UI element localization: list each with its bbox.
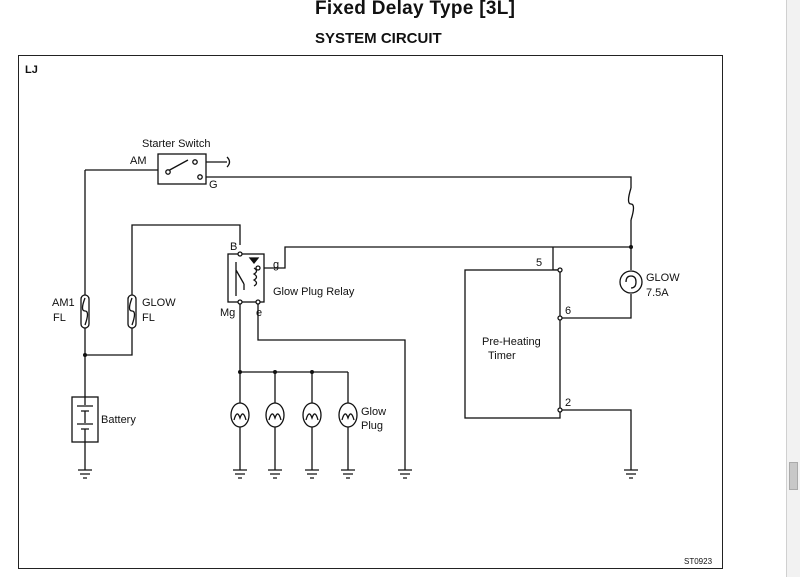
fuse-am1-symbol: [80, 294, 90, 329]
figure-code: ST0923: [684, 557, 713, 566]
glow-plug-3: [302, 402, 322, 428]
page-title: Fixed Delay Type [3L]: [315, 0, 516, 19]
starter-switch-label: Starter Switch: [142, 138, 210, 150]
switch-terminal-g: G: [209, 179, 218, 191]
fuse-g-symbol: [627, 187, 635, 221]
am1-fuse-label-2: FL: [53, 312, 66, 324]
wire-relay-e: [257, 300, 406, 470]
switch-terminal-am: AM: [130, 155, 147, 167]
relay-label: Glow Plug Relay: [273, 286, 355, 298]
glow-fl-label-1: GLOW: [142, 297, 176, 309]
glow-plug-label-2: Plug: [361, 420, 383, 432]
scrollbar-thumb[interactable]: [789, 462, 798, 490]
ground-battery: [78, 469, 92, 479]
ground-plug-2: [268, 469, 282, 479]
wire-timer-6: [560, 294, 632, 319]
fuse-glow-symbol: [127, 294, 137, 329]
timer-pin-5: 5: [536, 257, 542, 269]
am1-fuse-label-1: AM1: [52, 297, 75, 309]
glow-75a-label-2: 7.5A: [646, 287, 669, 299]
pre-heating-timer: [464, 267, 563, 419]
battery-symbol: [71, 396, 99, 443]
glow-plug-4: [338, 402, 358, 428]
ground-plug-1: [233, 469, 247, 479]
relay-terminal-mg: Mg: [220, 307, 235, 319]
timer-label-1: Pre-Heating: [482, 336, 541, 348]
glow-plug-1: [230, 402, 250, 428]
page-subtitle: SYSTEM CIRCUIT: [315, 30, 442, 47]
starter-switch: [157, 153, 231, 185]
wire-timer-5: [552, 247, 560, 271]
glow-75a-fuse-symbol: [619, 270, 643, 294]
diagram-frame: [18, 55, 723, 569]
wire-switch-g: [206, 176, 632, 188]
glow-plug-label-1: Glow: [361, 406, 386, 418]
timer-pin-2: 2: [565, 397, 571, 409]
timer-label-2: Timer: [488, 350, 516, 362]
ground-symbols: [78, 469, 638, 479]
frame-label: LJ: [25, 64, 38, 76]
battery-label: Battery: [101, 414, 136, 426]
glow-plug-relay: [227, 251, 265, 305]
ground-plug-3: [305, 469, 319, 479]
glow-plug-symbols: [230, 402, 358, 428]
ground-plug-4: [341, 469, 355, 479]
ground-relay-e: [398, 469, 412, 479]
relay-terminal-g: g: [273, 259, 279, 271]
wire-am1: [84, 170, 241, 356]
glow-fl-label-2: FL: [142, 312, 155, 324]
timer-pin-6: 6: [565, 305, 571, 317]
wire-timer-2: [560, 409, 632, 470]
relay-terminal-b: B: [230, 241, 237, 253]
glow-plug-2: [265, 402, 285, 428]
relay-terminal-e: e: [256, 307, 262, 319]
vertical-scrollbar[interactable]: [786, 0, 800, 577]
ground-timer: [624, 469, 638, 479]
glow-75a-label-1: GLOW: [646, 272, 680, 284]
junction-dots: [83, 245, 633, 374]
wire-relay-g: [258, 246, 631, 269]
